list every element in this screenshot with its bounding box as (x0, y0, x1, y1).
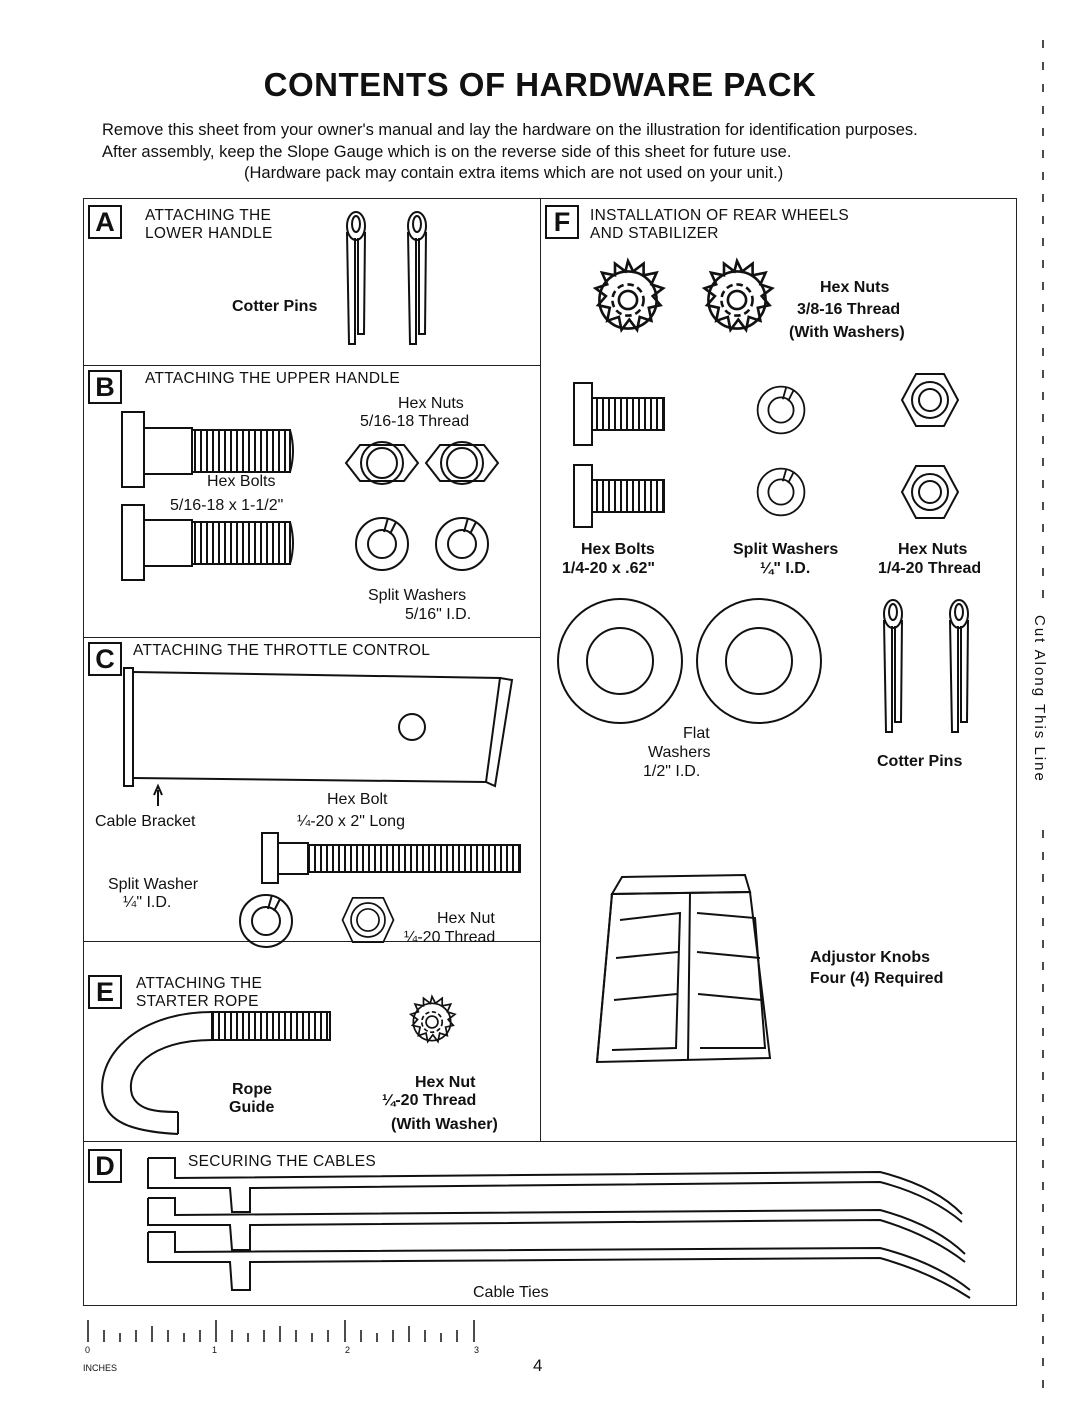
hex-nut-icon (345, 441, 419, 485)
cotter-pins-label-a: Cotter Pins (232, 298, 318, 315)
section-f-heading-2: AND STABILIZER (590, 225, 719, 242)
inch-ruler (87, 1320, 475, 1342)
hex-bolt-icon (573, 464, 665, 528)
page-title: CONTENTS OF HARDWARE PACK (263, 66, 817, 103)
washers-label: Washers (648, 744, 711, 761)
cut-line-label: Cut Along This Line (1031, 615, 1048, 783)
section-e-heading-1: ATTACHING THE (136, 975, 263, 992)
cable-bracket-label: Cable Bracket (95, 813, 196, 830)
hex-nut-icon (425, 441, 499, 485)
cotter-pin-icon (883, 599, 903, 733)
four-required-label: Four (4) Required (810, 970, 944, 987)
split-washers-label-f: Split Washers (733, 541, 839, 558)
section-letter-a: A (88, 205, 122, 239)
hex-nuts-label-f-top: Hex Nuts (820, 279, 890, 296)
hex-nuts-thread-b: 5/16-18 Thread (360, 413, 470, 430)
cable-tie-icon (147, 1231, 971, 1299)
split-washer-icon (239, 894, 293, 948)
hex-nuts-label-f: Hex Nuts (898, 541, 968, 558)
split-washers-id-f: ¼" I.D. (760, 560, 811, 577)
cable-tie-icon (147, 1197, 966, 1263)
hex-nuts-thread-f: 1/4-20 Thread (878, 560, 982, 577)
page-number: 4 (533, 1356, 543, 1375)
serrated-hex-nut-icon (409, 995, 456, 1043)
rope-label: Rope (232, 1081, 272, 1098)
adjustor-knob-icon (595, 873, 772, 1064)
long-hex-bolt-icon (261, 832, 521, 884)
section-letter-d: D (88, 1149, 122, 1183)
intro-line-3: (Hardware pack may contain extra items w… (244, 164, 784, 182)
section-letter-b: B (88, 370, 122, 404)
hex-bolt-icon (573, 382, 665, 446)
with-washer-label-e: (With Washer) (391, 1116, 498, 1133)
flat-label: Flat (683, 725, 710, 742)
flat-washer-icon (696, 598, 822, 724)
hex-bolt-icon (121, 411, 294, 488)
section-a-heading-2: LOWER HANDLE (145, 225, 273, 242)
hex-nut-label-c: Hex Nut (437, 910, 495, 927)
hex-nuts-thread-f-top: 3/8-16 Thread (797, 301, 901, 318)
cotter-pin-icon (949, 599, 969, 733)
hex-nut-label-e: Hex Nut (415, 1074, 476, 1091)
hex-bolt-size-c: ¼-20 x 2" Long (297, 813, 405, 830)
serrated-hex-nut-icon (703, 259, 774, 332)
ruler-unit: INCHES (83, 1363, 118, 1373)
section-f-heading-1: INSTALLATION OF REAR WHEELS (590, 207, 850, 224)
hex-nut-icon (900, 465, 960, 519)
section-letter-f: F (545, 205, 579, 239)
hex-bolt-icon (121, 504, 294, 581)
cable-bracket-icon (123, 667, 514, 806)
hex-nut-thread-c: ¼-20 Thread (404, 929, 496, 946)
section-b-heading: ATTACHING THE UPPER HANDLE (145, 370, 400, 387)
adjustor-knobs-label: Adjustor Knobs (810, 949, 930, 966)
cable-tie-icon (147, 1157, 963, 1223)
hex-nut-icon (341, 897, 395, 943)
hex-nuts-label-b: Hex Nuts (398, 395, 464, 412)
guide-label: Guide (229, 1099, 275, 1116)
section-letter-c: C (88, 642, 122, 676)
ruler-mark-1: 1 (212, 1345, 218, 1355)
section-a-heading-1: ATTACHING THE (145, 207, 272, 224)
split-washer-id-c: ¼" I.D. (123, 894, 172, 911)
hex-bolts-size-f: 1/4-20 x .62" (562, 560, 655, 577)
hex-nut-thread-e: ¼-20 Thread (382, 1092, 477, 1109)
hex-bolt-label-c: Hex Bolt (327, 791, 388, 808)
cotter-pin-icon (346, 211, 366, 345)
section-c-heading: ATTACHING THE THROTTLE CONTROL (133, 642, 431, 659)
split-washer-label-c: Split Washer (108, 876, 199, 893)
flat-washers-id: 1/2" I.D. (643, 763, 701, 780)
with-washers-label-f: (With Washers) (789, 324, 905, 341)
cable-ties-label: Cable Ties (473, 1284, 549, 1301)
cotter-pins-label-f: Cotter Pins (877, 753, 963, 770)
intro-line-1: Remove this sheet from your owner's manu… (102, 121, 918, 139)
split-washer-icon (756, 385, 806, 435)
hex-nut-icon (900, 373, 960, 427)
flat-washer-icon (557, 598, 683, 724)
split-washer-icon (435, 517, 489, 571)
cotter-pin-icon (407, 211, 427, 345)
ruler-mark-0: 0 (85, 1345, 91, 1355)
intro-line-2: After assembly, keep the Slope Gauge whi… (102, 143, 792, 161)
ruler-mark-2: 2 (345, 1345, 351, 1355)
split-washers-label-b: Split Washers (368, 587, 467, 604)
rope-guide-icon (101, 1011, 331, 1135)
hex-bolts-label-f: Hex Bolts (581, 541, 655, 558)
section-letter-e: E (88, 975, 122, 1009)
ruler-mark-3: 3 (474, 1345, 480, 1355)
serrated-hex-nut-icon (594, 259, 665, 332)
section-e-heading-2: STARTER ROPE (136, 993, 259, 1010)
section-d-heading: SECURING THE CABLES (188, 1153, 377, 1170)
split-washer-icon (355, 517, 409, 571)
split-washers-id-b: 5/16" I.D. (405, 606, 472, 623)
split-washer-icon (756, 467, 806, 517)
panel-d (83, 1141, 1017, 1306)
hex-bolts-size-b: 5/16-18 x 1-1/2" (170, 497, 284, 514)
hex-bolts-label-b: Hex Bolts (207, 473, 276, 490)
